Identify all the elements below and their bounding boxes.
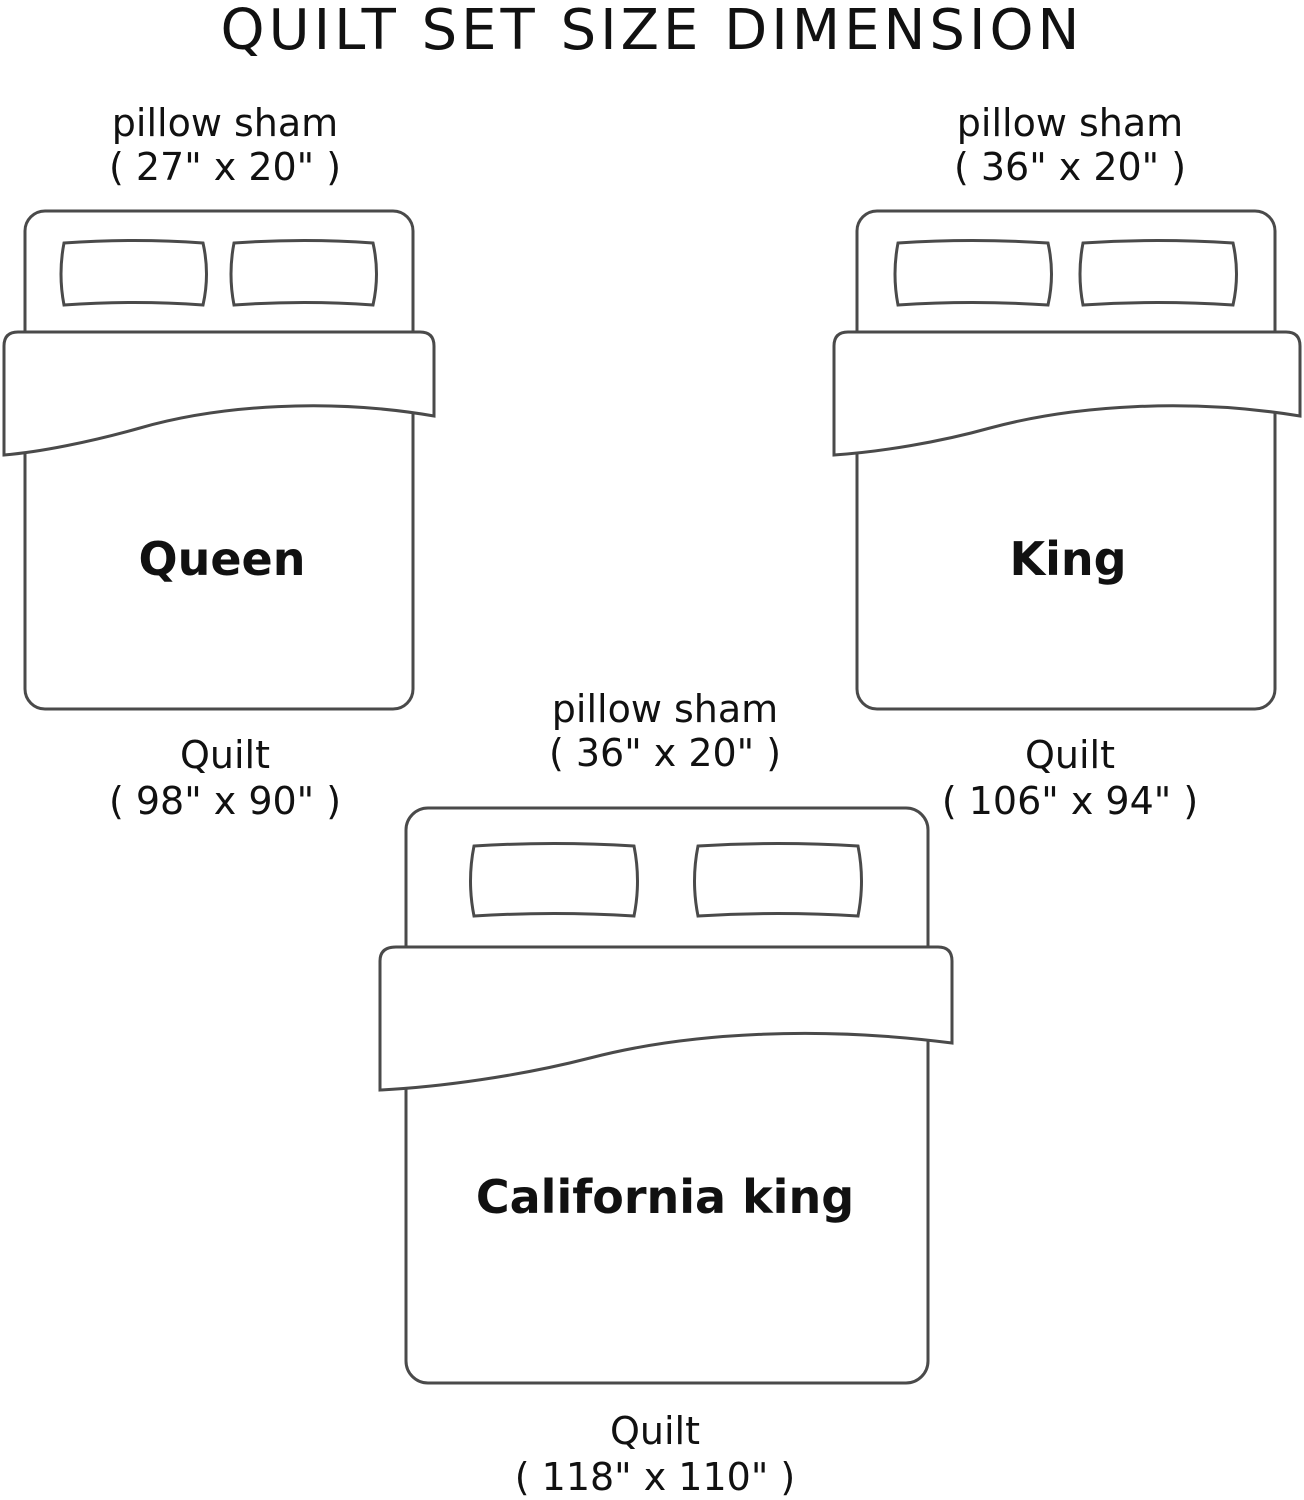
california-king-quilt-size: ( 118" x 110" ) bbox=[514, 1455, 796, 1499]
king-quilt-label: Quilt bbox=[1024, 733, 1115, 777]
queen-bed: Queen bbox=[2, 209, 436, 711]
queen-quilt-label: Quilt bbox=[179, 733, 270, 777]
california-king-quilt-fold bbox=[378, 945, 954, 1092]
queen-sham-label: pillow sham bbox=[111, 101, 339, 145]
california-king-pillow-right bbox=[693, 842, 863, 918]
king-quilt-size: ( 106" x 94" ) bbox=[941, 779, 1199, 823]
california-king-pillow-left bbox=[469, 842, 639, 918]
king-sham-size: ( 36" x 20" ) bbox=[953, 145, 1187, 189]
king-pillow-right bbox=[1078, 239, 1238, 307]
queen-pillow-right bbox=[229, 239, 378, 307]
california-king-sham-size: ( 36" x 20" ) bbox=[548, 731, 782, 775]
king-sham-label: pillow sham bbox=[956, 101, 1184, 145]
queen-bed-name: Queen bbox=[139, 532, 306, 586]
king-bed: King bbox=[832, 209, 1302, 711]
california-king-sham-label: pillow sham bbox=[551, 687, 779, 731]
california-king-bed-name: California king bbox=[476, 1170, 854, 1224]
california-king-quilt-label: Quilt bbox=[609, 1409, 700, 1453]
california-king-bed: California king bbox=[378, 806, 954, 1385]
queen-quilt-size: ( 98" x 90" ) bbox=[108, 779, 342, 823]
queen-pillow-left bbox=[59, 239, 208, 307]
king-bed-name: King bbox=[1009, 532, 1126, 586]
queen-quilt-fold bbox=[2, 330, 436, 457]
king-pillow-left bbox=[893, 239, 1053, 307]
king-quilt-fold bbox=[832, 330, 1302, 457]
page-title: QUILT SET SIZE DIMENSION bbox=[220, 0, 1084, 63]
queen-sham-size: ( 27" x 20" ) bbox=[108, 145, 342, 189]
